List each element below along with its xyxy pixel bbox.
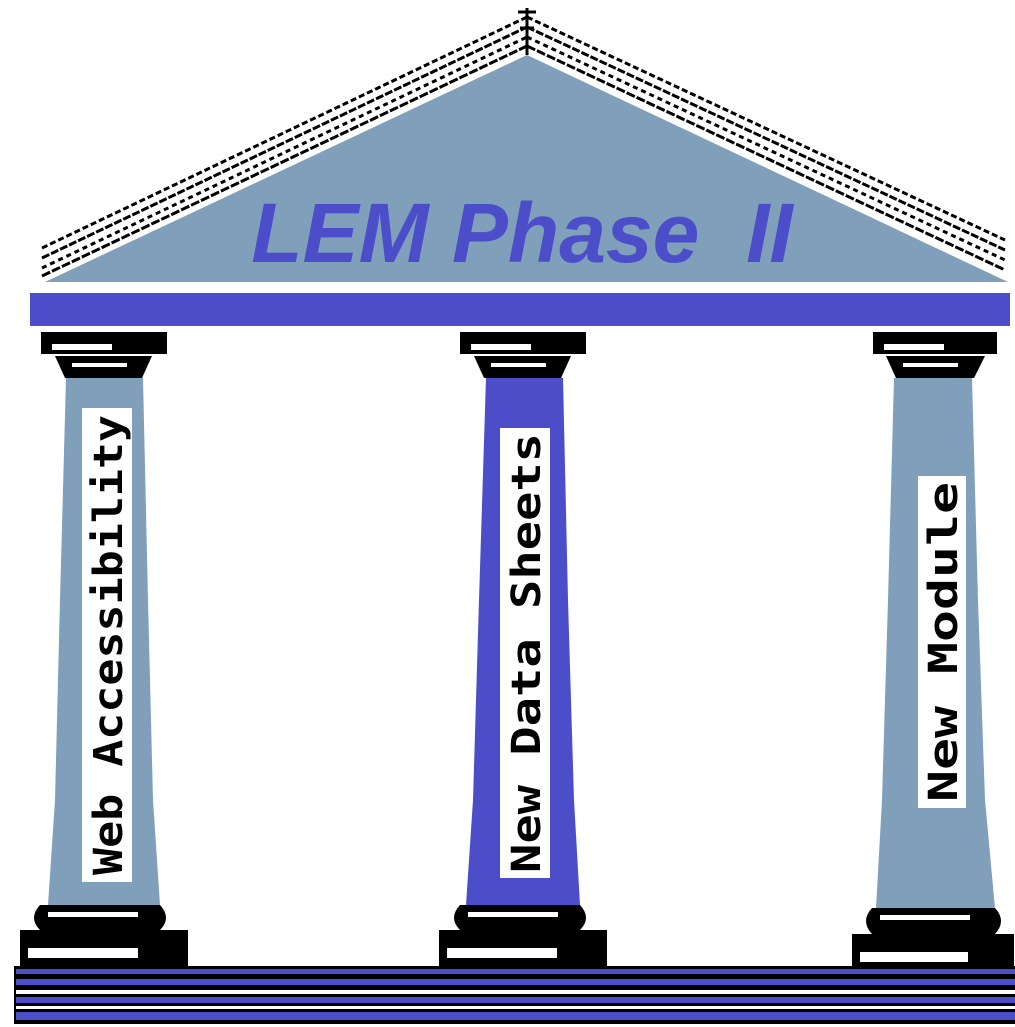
pillar-new-data-sheets: New Data Sheets (439, 332, 607, 968)
pillar-base (20, 905, 188, 968)
pillar-label: New Data Sheets (504, 433, 550, 873)
roof-finial (518, 8, 536, 55)
entablature-beam (30, 293, 1010, 326)
title: LEM Phase II (251, 186, 794, 280)
pillar-capital (873, 332, 997, 378)
pillar-capital (460, 332, 586, 378)
pediment (45, 55, 1008, 282)
pillar-new-module: New Module (852, 332, 1014, 970)
pillar-base (852, 908, 1014, 970)
pillar-label-box (918, 476, 966, 808)
roof: LEM Phase II (41, 8, 1008, 282)
pillar-label-box (82, 408, 132, 882)
pillar-base (439, 905, 607, 968)
pillar-capital (41, 332, 167, 378)
pillar-web-accessibility: Web Accessibility (20, 332, 188, 968)
pillar-label: Web Accessibility (86, 415, 132, 875)
pillar-label: New Module (921, 482, 967, 802)
roof-edge-left (41, 15, 528, 278)
stylobate (14, 966, 1015, 1024)
pillar-label-box (500, 428, 550, 878)
roof-edge-right (526, 15, 1006, 272)
